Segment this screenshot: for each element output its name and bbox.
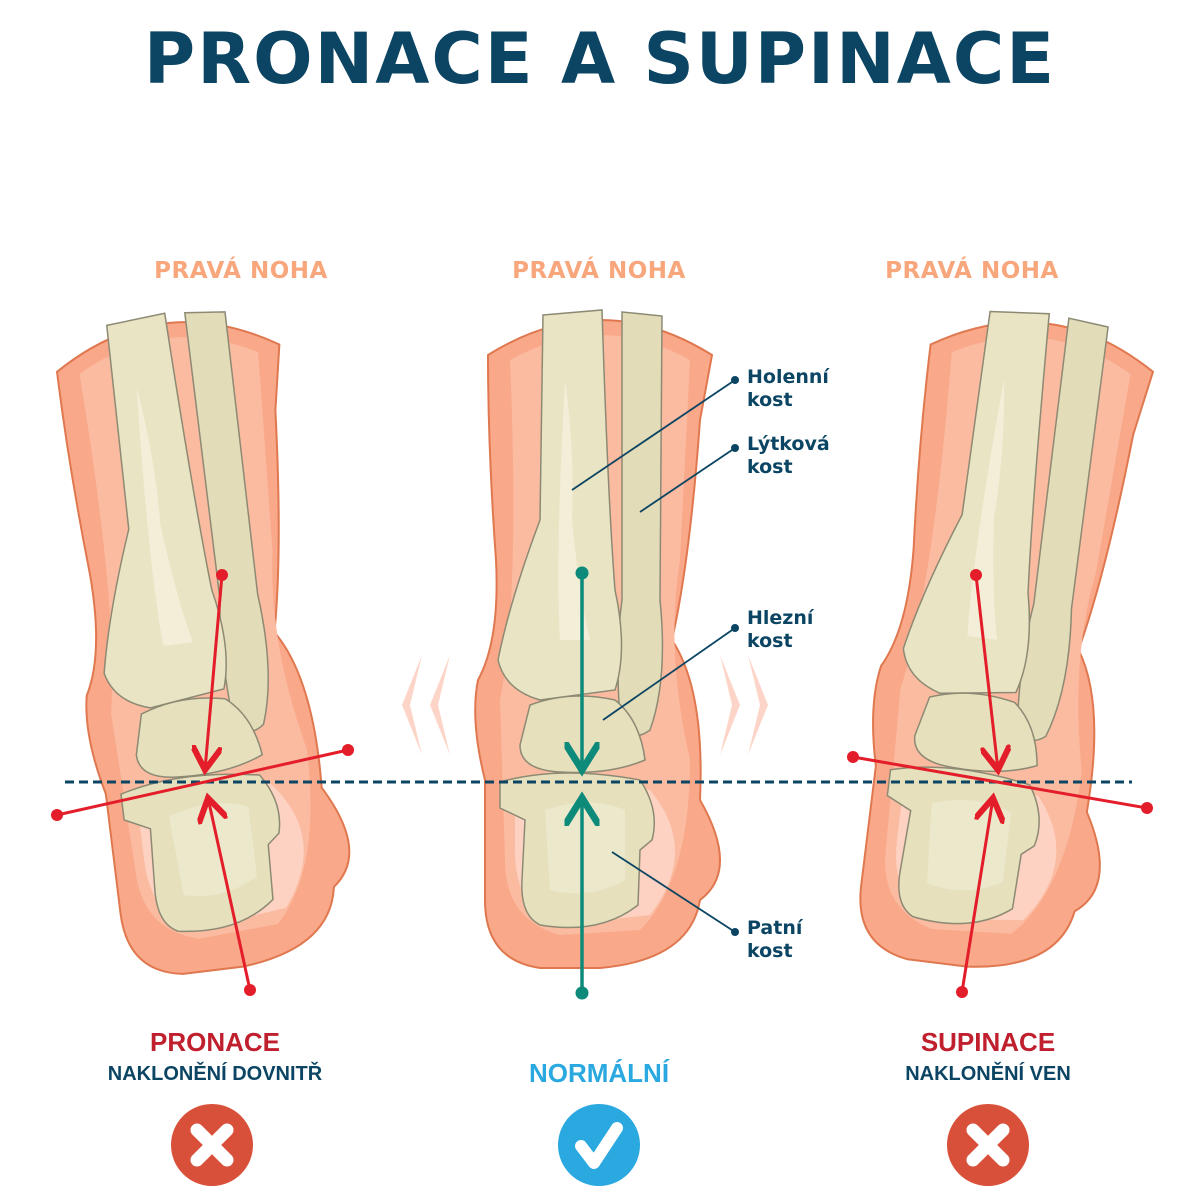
normal-foot: [474, 309, 721, 969]
label-line: kost: [747, 456, 793, 478]
supination-foot: [842, 297, 1168, 983]
label-line: Lýtková: [747, 433, 830, 455]
chevron-right-icon: [720, 655, 768, 755]
label-line: kost: [747, 389, 793, 411]
pronation-foot: [37, 297, 364, 983]
label-talus: Hlezní kost: [747, 607, 813, 653]
chevron-left-icon: [402, 655, 450, 755]
label-calcaneus: Patní kost: [747, 917, 802, 963]
normal-axes: [576, 566, 589, 1000]
label-line: kost: [747, 630, 793, 652]
side-label-supination: PRAVÁ NOHA: [885, 258, 1059, 284]
label-line: Patní: [747, 917, 803, 939]
supination-axes: [847, 569, 1153, 998]
x-icon: [947, 1104, 1029, 1186]
description-supination: NAKLONĚNÍ VEN: [905, 1063, 1071, 1085]
page-title: PRONACE A SUPINACE: [143, 18, 1057, 100]
check-icon: [558, 1104, 640, 1186]
label-line: kost: [747, 940, 793, 962]
side-label-pronation: PRAVÁ NOHA: [154, 258, 328, 284]
condition-pronation: PRONACE: [149, 1027, 280, 1057]
label-tibia: Holenní kost: [747, 366, 829, 412]
pronation-axes: [51, 569, 354, 996]
label-fibula: Lýtková kost: [747, 433, 830, 479]
x-icon: [171, 1104, 253, 1186]
label-line: Holenní: [747, 366, 829, 388]
label-line: Hlezní: [747, 607, 814, 629]
condition-normal: NORMÁLNÍ: [528, 1058, 670, 1088]
description-pronation: NAKLONĚNÍ DOVNITŘ: [107, 1063, 323, 1085]
side-label-normal: PRAVÁ NOHA: [512, 258, 686, 284]
condition-supination: SUPINACE: [920, 1027, 1056, 1057]
leader-lines: [571, 376, 739, 936]
